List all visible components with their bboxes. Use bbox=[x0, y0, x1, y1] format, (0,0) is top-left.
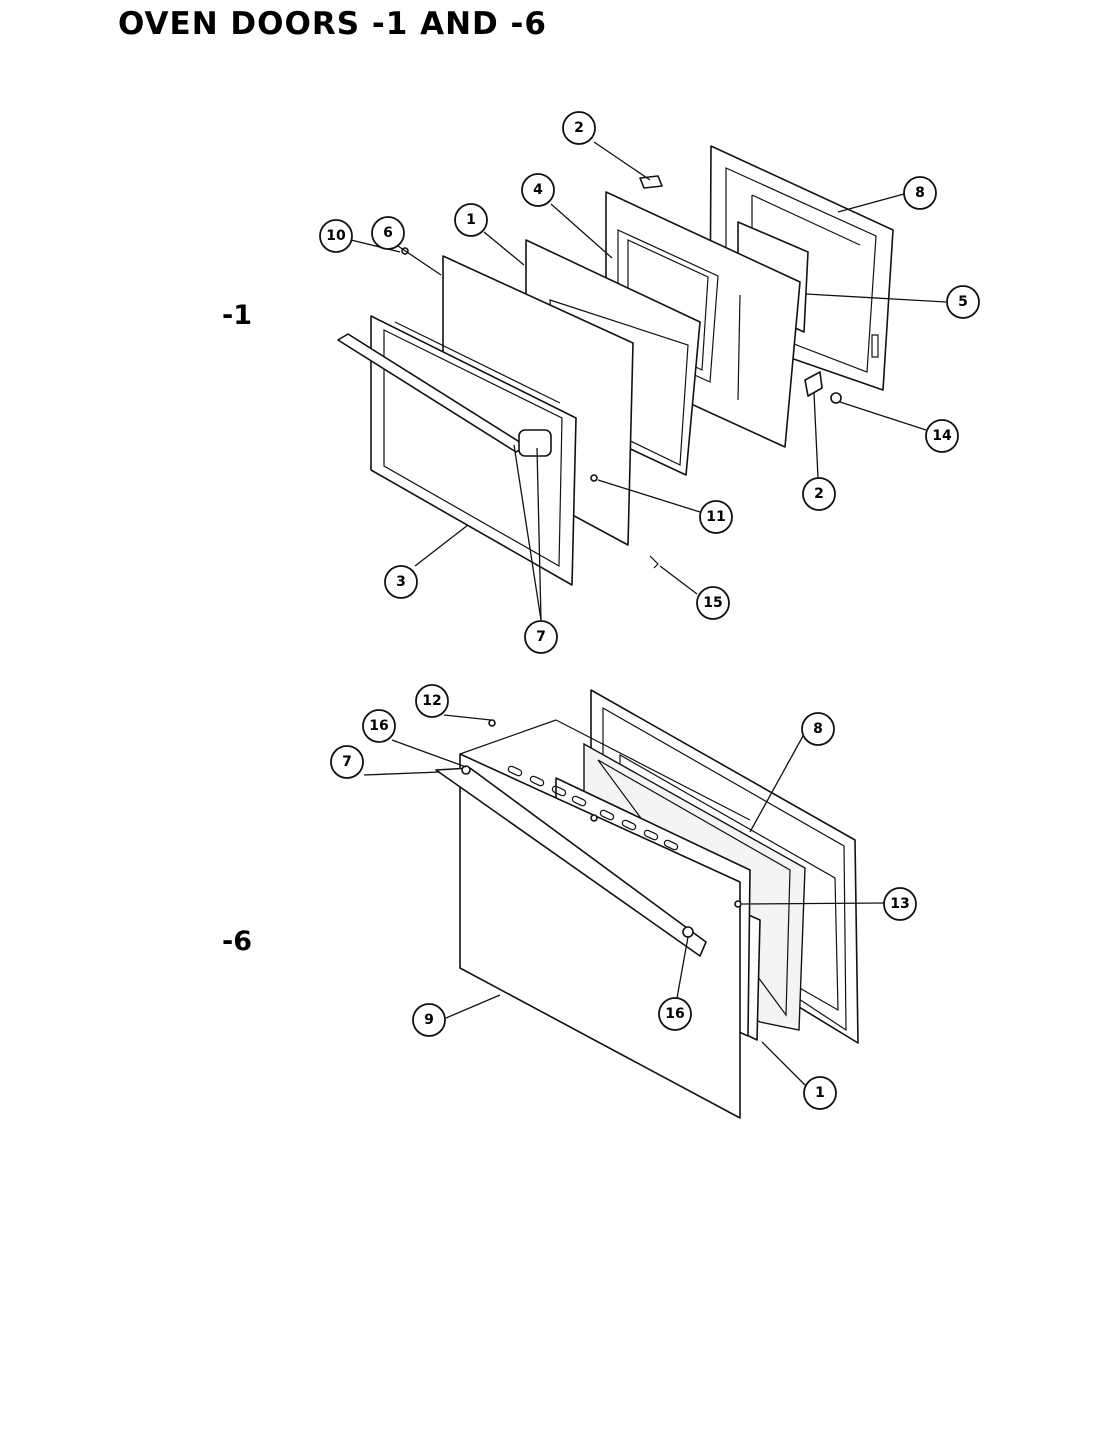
screw-mid bbox=[590, 814, 598, 822]
part-15-clip bbox=[649, 555, 659, 569]
svg-text:16: 16 bbox=[369, 718, 388, 734]
callout-v1-14: 14 bbox=[925, 419, 959, 453]
svg-text:1: 1 bbox=[815, 1085, 825, 1101]
svg-text:10: 10 bbox=[326, 228, 346, 244]
oven-door-1-assembly: 2 8 4 1 6 10 5 14 2 11 3 bbox=[319, 111, 980, 654]
svg-text:15: 15 bbox=[703, 595, 722, 611]
callout-v1-2-bottom: 2 bbox=[802, 477, 836, 511]
callout-v1-7: 7 bbox=[524, 620, 558, 654]
svg-text:12: 12 bbox=[422, 693, 441, 709]
vent-slots bbox=[507, 765, 679, 851]
variant-label-6: -6 bbox=[222, 926, 252, 957]
callout-v1-10: 10 bbox=[319, 219, 353, 253]
svg-text:16: 16 bbox=[665, 1006, 684, 1022]
svg-text:8: 8 bbox=[915, 185, 925, 201]
callout-v1-2-top: 2 bbox=[562, 111, 596, 145]
svg-text:13: 13 bbox=[890, 896, 909, 912]
callout-v1-4: 4 bbox=[521, 173, 555, 207]
part-16-screw-top bbox=[461, 765, 471, 775]
svg-text:1: 1 bbox=[466, 212, 476, 228]
svg-text:7: 7 bbox=[342, 754, 352, 770]
part-13-screw bbox=[734, 900, 742, 908]
callout-v6-13: 13 bbox=[883, 887, 917, 921]
svg-text:4: 4 bbox=[533, 182, 543, 198]
oven-door-6-assembly: 12 16 7 8 13 16 9 1 bbox=[330, 684, 917, 1119]
part-2-hinge-clip-bottom bbox=[804, 371, 823, 397]
callout-v1-15: 15 bbox=[696, 586, 730, 620]
callout-v6-16-top: 16 bbox=[362, 709, 396, 743]
variant-label-1: -1 bbox=[222, 300, 252, 331]
callout-v1-8: 8 bbox=[903, 176, 937, 210]
svg-text:2: 2 bbox=[814, 486, 824, 502]
part-14-bumper bbox=[830, 392, 842, 404]
callout-v6-7: 7 bbox=[330, 745, 364, 779]
part-11-screw bbox=[590, 474, 598, 482]
callout-v6-16-bottom: 16 bbox=[658, 997, 692, 1031]
callout-v6-8: 8 bbox=[801, 712, 835, 746]
svg-text:7: 7 bbox=[536, 629, 546, 645]
callout-v6-1: 1 bbox=[803, 1076, 837, 1110]
callout-v1-5: 5 bbox=[946, 285, 980, 319]
svg-text:2: 2 bbox=[574, 120, 584, 136]
callout-v6-12: 12 bbox=[415, 684, 449, 718]
part-7-handle bbox=[337, 333, 552, 457]
svg-text:5: 5 bbox=[958, 294, 968, 310]
part-2-hinge-clip-top bbox=[639, 175, 663, 189]
svg-text:6: 6 bbox=[383, 225, 393, 241]
callout-v1-11: 11 bbox=[699, 500, 733, 534]
part-12-screw bbox=[488, 719, 496, 727]
svg-text:9: 9 bbox=[424, 1012, 434, 1028]
callout-v1-1: 1 bbox=[454, 203, 488, 237]
svg-text:8: 8 bbox=[813, 721, 823, 737]
callout-v6-9: 9 bbox=[412, 1003, 446, 1037]
leader-lines-variant-1 bbox=[350, 141, 947, 621]
svg-text:11: 11 bbox=[706, 509, 725, 525]
callout-v1-3: 3 bbox=[384, 565, 418, 599]
leader-lines-variant-6 bbox=[363, 714, 885, 1086]
svg-text:14: 14 bbox=[932, 428, 952, 444]
part-16-screw-bottom bbox=[682, 926, 694, 938]
callout-v1-6: 6 bbox=[371, 216, 405, 250]
svg-text:3: 3 bbox=[396, 574, 406, 590]
part-7-handle-v6 bbox=[435, 767, 707, 957]
page-title: OVEN DOORS -1 AND -6 bbox=[118, 6, 547, 42]
